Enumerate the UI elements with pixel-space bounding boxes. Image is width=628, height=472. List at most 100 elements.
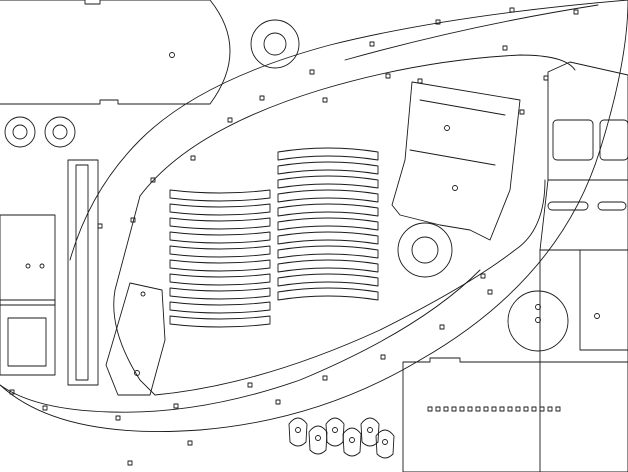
- track-slot: [322, 97, 328, 103]
- track-slot: [190, 155, 196, 161]
- cam-lobe-hole: [295, 427, 301, 433]
- track-slot: [275, 399, 281, 405]
- hole-slot: [499, 406, 505, 412]
- curved-slat: [169, 287, 271, 300]
- cam-lobe-outline: [360, 417, 380, 447]
- gear-wheel-small-2: [44, 116, 76, 148]
- cam-lobe: [375, 429, 395, 459]
- track-slot: [385, 73, 391, 79]
- curved-slats-right: [277, 147, 379, 301]
- curved-slat: [169, 301, 271, 314]
- track-slot: [543, 75, 549, 81]
- cam-lobe: [288, 417, 308, 447]
- track-slot: [502, 45, 508, 51]
- curved-slat: [277, 287, 379, 301]
- track-slot: [417, 78, 423, 84]
- track-slot: [322, 375, 328, 381]
- track-slot: [173, 403, 179, 409]
- hole-slot: [443, 406, 449, 412]
- track-ring-slots: [9, 7, 579, 466]
- track-slot: [380, 354, 386, 360]
- box-frame: [391, 81, 521, 241]
- track-slot: [42, 405, 48, 411]
- curved-slat: [277, 161, 379, 175]
- curved-slat: [169, 245, 271, 258]
- curved-slat: [277, 259, 379, 273]
- cam-lobe-outline: [325, 417, 345, 447]
- cam-lobe-outline: [288, 417, 308, 447]
- cam-lobe: [308, 425, 328, 455]
- cam-lobe-outline: [375, 429, 395, 459]
- hole-slot: [491, 406, 497, 412]
- track-slot: [509, 7, 515, 13]
- track-slot: [309, 69, 315, 75]
- track-slot: [487, 289, 493, 295]
- curved-slat: [169, 273, 271, 286]
- track-slot: [115, 415, 121, 421]
- track-slot: [150, 177, 156, 183]
- curved-slats-left: [169, 189, 271, 328]
- cam-lobe-hole: [315, 435, 321, 441]
- track-slot: [435, 19, 441, 25]
- track-slot: [480, 273, 486, 279]
- hole-slot: [507, 406, 513, 412]
- track-slot: [573, 9, 579, 15]
- gear-wheel-top: [250, 19, 300, 69]
- hole-slot: [451, 406, 457, 412]
- curved-slat: [169, 203, 271, 216]
- track-slot: [369, 41, 375, 47]
- hole-slot: [531, 406, 537, 412]
- curved-slat: [277, 147, 379, 161]
- track-slot: [187, 440, 193, 446]
- right-parts-stack: [539, 61, 628, 472]
- cam-lobes: [288, 417, 395, 459]
- curved-slat: [169, 231, 271, 244]
- hole-slot: [459, 406, 465, 412]
- shield-plate: [105, 282, 166, 396]
- curved-slat: [277, 217, 379, 231]
- top-left-plate: [0, 0, 231, 105]
- curved-slat: [169, 259, 271, 272]
- curved-slat: [277, 273, 379, 287]
- track-slot: [247, 382, 253, 388]
- hole-slot: [427, 406, 433, 412]
- track-slot: [97, 223, 103, 229]
- gear-wheel-small-1: [4, 116, 36, 148]
- cam-lobe: [360, 417, 380, 447]
- cam-lobe: [342, 427, 362, 457]
- curved-slat: [169, 217, 271, 230]
- curved-slat: [169, 315, 271, 328]
- curved-slat: [169, 189, 271, 202]
- left-rails: [0, 159, 99, 386]
- cam-lobe-hole: [332, 427, 338, 433]
- track-slot: [130, 217, 136, 223]
- hole-slot: [515, 406, 521, 412]
- curved-slat: [277, 245, 379, 259]
- hole-slot: [539, 406, 545, 412]
- curved-slat: [277, 231, 379, 245]
- cam-lobe-outline: [308, 425, 328, 455]
- hole-slot: [467, 406, 473, 412]
- hole-slot: [483, 406, 489, 412]
- base-plate: [402, 357, 628, 472]
- hole-slot: [523, 406, 529, 412]
- cam-lobe-hole: [382, 439, 388, 445]
- cam-lobe-hole: [367, 427, 373, 433]
- hole-slot: [435, 406, 441, 412]
- curved-slat: [277, 189, 379, 203]
- hole-slot: [547, 406, 553, 412]
- curved-slat: [277, 203, 379, 217]
- track-slot: [519, 109, 525, 115]
- cam-lobe: [325, 417, 345, 447]
- round-disc: [507, 290, 569, 352]
- hole-slot: [475, 406, 481, 412]
- hole-row: [427, 406, 561, 412]
- track-slot: [259, 95, 265, 101]
- track-slot: [127, 460, 133, 466]
- gear-wheel-center: [397, 222, 453, 278]
- curved-slat: [277, 175, 379, 189]
- cam-lobe-outline: [342, 427, 362, 457]
- cam-lobe-hole: [349, 437, 355, 443]
